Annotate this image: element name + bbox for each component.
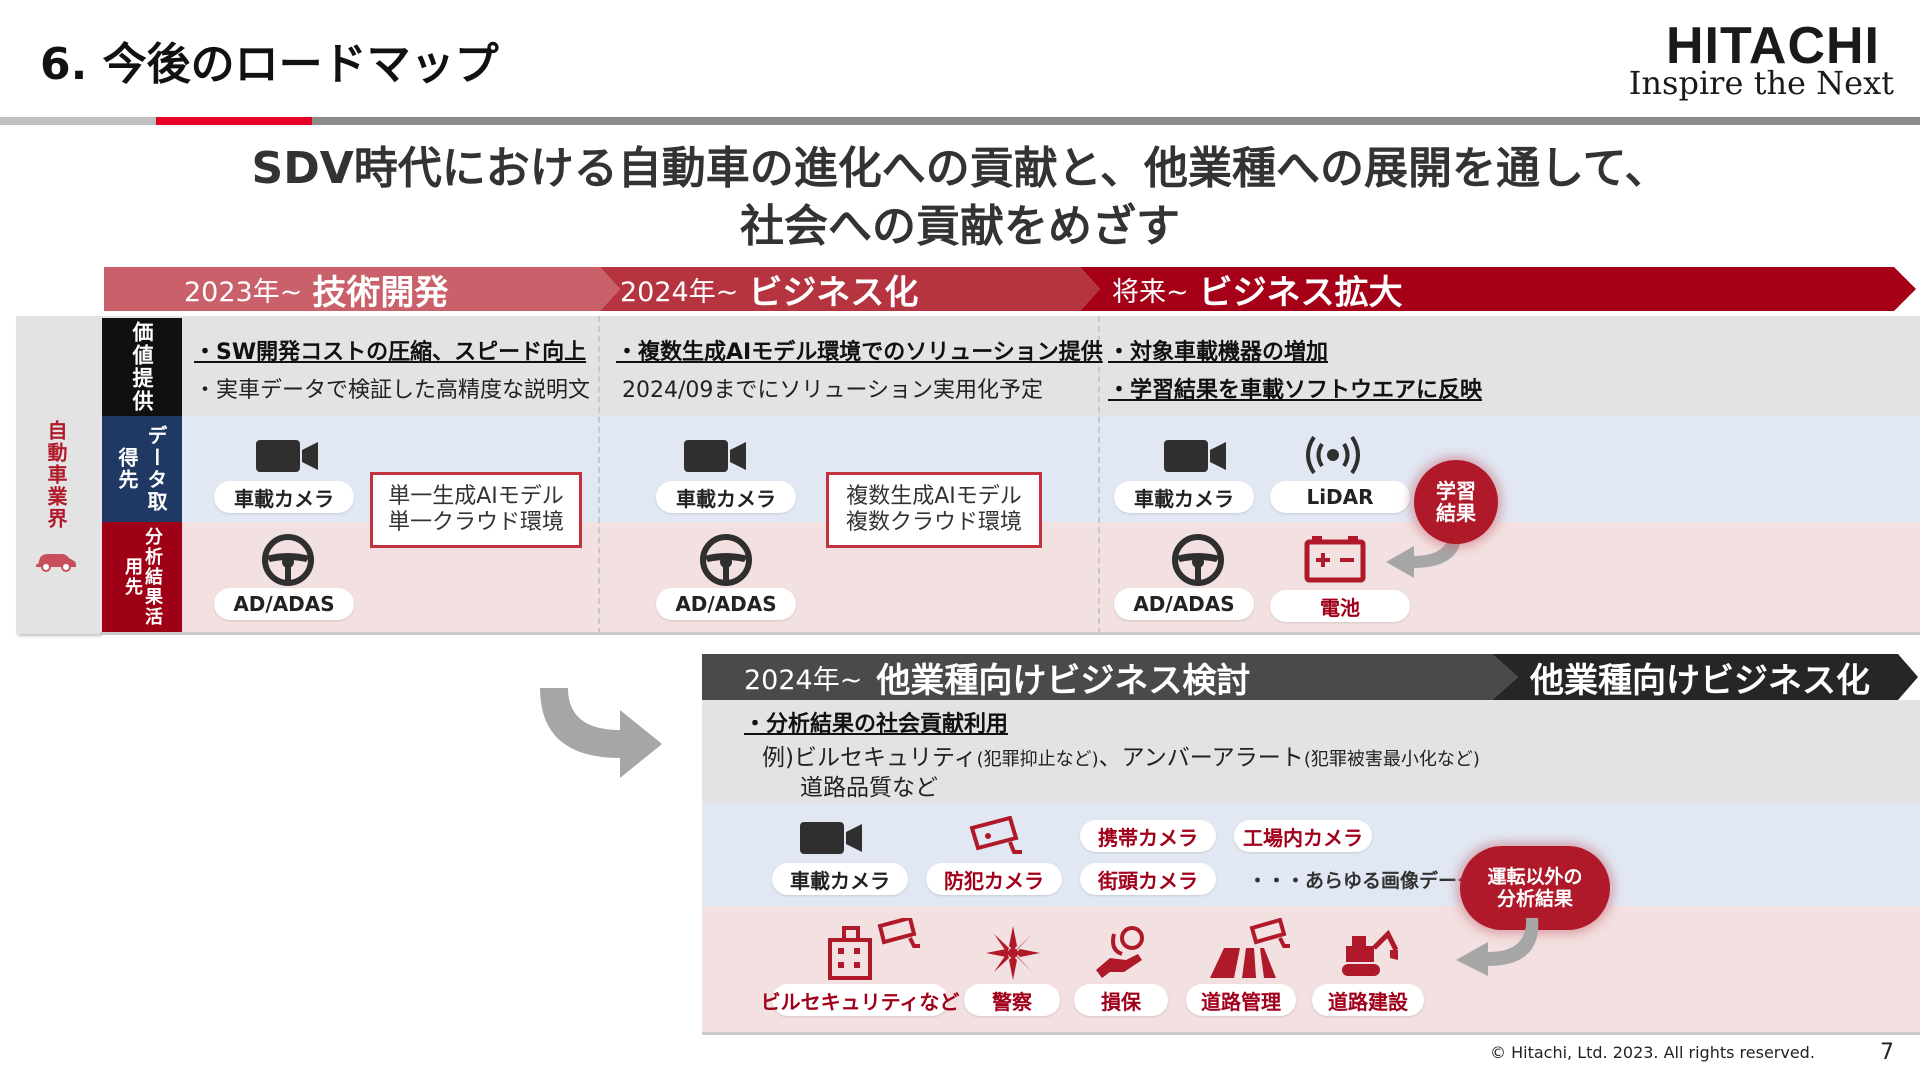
expansion-arrow-icon	[540, 688, 662, 778]
col3-target2-pill: 電池	[1270, 590, 1410, 622]
other-block-shadow	[702, 1032, 1920, 1035]
car-icon	[36, 554, 76, 572]
source-pill: 工場内カメラ	[1234, 820, 1372, 852]
copyright: © Hitachi, Ltd. 2023. All rights reserve…	[1490, 1043, 1815, 1062]
col3-sensor2-pill: LiDAR	[1270, 481, 1410, 513]
battery-icon	[1304, 536, 1366, 583]
industry-label-column	[16, 316, 100, 634]
source-pill: 防犯カメラ	[926, 863, 1062, 895]
page-number: 7	[1880, 1040, 1894, 1065]
col1-bullet2: ・実車データで検証した高精度な説明文	[194, 378, 591, 403]
phase-future: 将来~ ビジネス拡大	[1032, 267, 1732, 313]
col2-model-box: 複数生成AIモデル 複数クラウド環境	[826, 472, 1042, 548]
header-rule-left	[0, 117, 156, 125]
phase-2023-year: 2023年~	[184, 276, 303, 308]
column-divider	[598, 316, 600, 634]
phase-future-year: 将来~	[1112, 276, 1189, 308]
curved-arrow-icon	[1456, 918, 1539, 976]
phase-2023: 2023年~ 技術開発	[104, 267, 604, 313]
col3-bullet1: ・対象車載機器の増加	[1108, 340, 1329, 365]
col1-bullet1: ・SW開発コストの圧縮、スピード向上	[194, 340, 587, 365]
industry-label: 自動車業界	[44, 420, 68, 530]
source-pill: 携帯カメラ	[1080, 820, 1216, 852]
steering-wheel-icon	[262, 534, 314, 586]
col1-target-pill: AD/ADAS	[214, 588, 354, 620]
col2-target-pill: AD/ADAS	[656, 588, 796, 620]
learning-result-bubble: 学習 結果	[1414, 460, 1498, 544]
source-pill: 街頭カメラ	[1080, 863, 1216, 895]
use-pill: ビルセキュリティなど	[761, 984, 959, 1016]
headline: SDV時代における自動車の進化への貢献と、他業種への展開を通して、 社会への貢献…	[0, 140, 1920, 256]
col1-sensor-pill: 車載カメラ	[214, 481, 354, 513]
car-camera-icon	[1164, 440, 1226, 472]
col3-bullet2: ・学習結果を車載ソフトウエアに反映	[1108, 378, 1483, 403]
col2-bullet1: ・複数生成AIモデル環境でのソリューション提供	[616, 340, 1103, 365]
building-security-icon	[828, 918, 920, 980]
use-pill: 損保	[1074, 984, 1168, 1016]
other-band-label: 2024年~ 他業種向けビジネス検討	[744, 656, 1250, 701]
curved-arrow-icon	[1386, 524, 1463, 578]
insurance-hand-icon	[1096, 926, 1144, 978]
phase-2024: 2024年~ ビジネス化	[540, 267, 1020, 313]
other-industry-band	[702, 654, 1918, 700]
use-pill: 道路管理	[1186, 984, 1296, 1016]
label-data-source: データ取得先	[102, 416, 182, 522]
column-divider	[1098, 316, 1100, 634]
phase-arrows	[104, 267, 1916, 311]
non-driving-result-bubble: 運転以外の 分析結果	[1460, 846, 1610, 930]
phase-2024-name: ビジネス化	[748, 272, 919, 313]
header-rule-accent	[156, 117, 312, 125]
steering-wheel-icon	[1172, 534, 1224, 586]
header-rule	[0, 117, 1920, 125]
col2-sensor-pill: 車載カメラ	[656, 481, 796, 513]
security-camera-icon	[969, 816, 1022, 854]
other-band-future: 他業種向けビジネス化	[1530, 660, 1870, 701]
road-camera-icon	[1210, 918, 1290, 978]
other-data-row	[702, 802, 1920, 906]
label-analysis: 分析結果活用先	[102, 522, 182, 632]
col2-bullet2: 2024/09までにソリューション実用化予定	[622, 378, 1043, 403]
other-band-year: 2024年~	[744, 664, 863, 696]
police-emblem-icon	[986, 926, 1040, 980]
phase-2024-year: 2024年~	[620, 276, 739, 308]
use-pill: 道路建設	[1312, 984, 1424, 1016]
use-pill: 警察	[964, 984, 1060, 1016]
col3-sensor1-pill: 車載カメラ	[1114, 481, 1254, 513]
block-shadow	[100, 632, 1920, 635]
other-example-line1: 例)ビルセキュリティ(犯罪抑止など)、アンバーアラート(犯罪被害最小化など)	[762, 745, 1480, 771]
hitachi-logo: HITACHI	[1665, 17, 1880, 75]
lidar-signal-icon	[1306, 435, 1360, 475]
label-value: 価値提供	[102, 318, 182, 416]
other-example-line2: 道路品質など	[800, 775, 938, 801]
construction-excavator-icon	[1342, 929, 1399, 976]
source-pill: 車載カメラ	[772, 863, 908, 895]
phase-2023-name: 技術開発	[312, 272, 449, 313]
steering-wheel-icon	[700, 534, 752, 586]
logo-tagline: Inspire the Next	[1628, 64, 1894, 102]
col3-target1-pill: AD/ADAS	[1114, 588, 1254, 620]
car-camera-icon	[800, 822, 862, 854]
phase-future-name: ビジネス拡大	[1198, 272, 1403, 313]
sources-more: ・・・あらゆる画像データ	[1248, 870, 1477, 892]
headline-line1: SDV時代における自動車の進化への貢献と、他業種への展開を通して、	[251, 143, 1669, 194]
car-camera-icon	[256, 440, 318, 472]
col1-model-box: 単一生成AIモデル 単一クラウド環境	[370, 472, 582, 548]
value-row	[100, 316, 1920, 416]
other-value-row	[702, 700, 1920, 802]
car-camera-icon	[684, 440, 746, 472]
headline-line2: 社会への貢献をめざす	[740, 201, 1180, 252]
other-bullet: ・分析結果の社会貢献利用	[744, 712, 1009, 737]
other-band-name: 他業種向けビジネス検討	[876, 660, 1251, 701]
page-title: 6. 今後のロードマップ	[40, 39, 499, 90]
